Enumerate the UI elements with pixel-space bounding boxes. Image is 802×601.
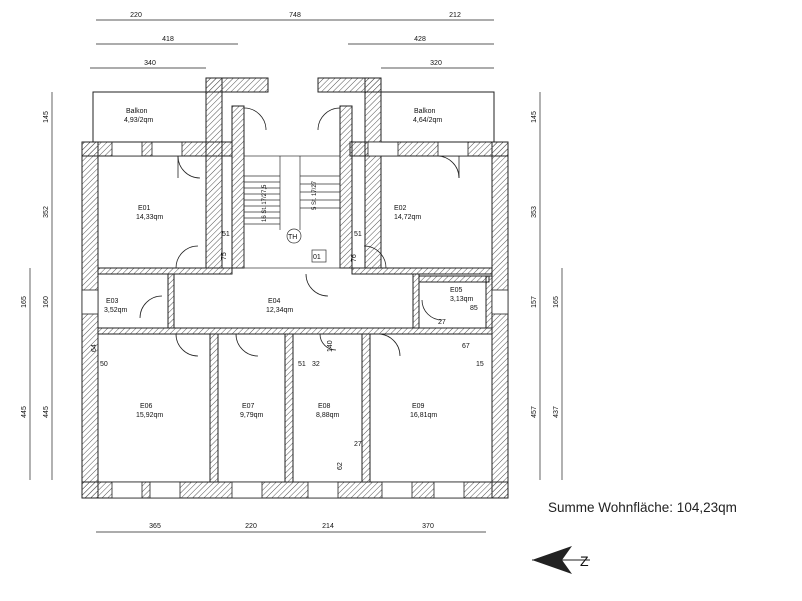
inner-dim-9: 140 — [327, 340, 334, 352]
room-e01-name: E01 — [138, 205, 151, 212]
dim-top-4: 428 — [414, 36, 426, 43]
dim-left-1: 352 — [43, 206, 50, 218]
summary-label: Summe Wohnfläche: 104,23qm — [548, 500, 737, 515]
room-e04-area: 12,34qm — [266, 307, 293, 314]
inner-dim-1: 75 — [221, 252, 228, 260]
dim-bottom-2: 214 — [322, 523, 334, 530]
dim-top-0: 220 — [130, 12, 142, 19]
dim-top-2: 212 — [449, 12, 461, 19]
balconies — [92, 91, 495, 143]
dim-bottom-3: 370 — [422, 523, 434, 530]
walls — [81, 77, 509, 499]
room-e07-area: 9,79qm — [240, 412, 264, 419]
doors — [139, 107, 460, 357]
room-e08-area: 8,88qm — [316, 412, 340, 419]
inner-dim-10: 67 — [462, 343, 470, 350]
room-e09-area: 16,81qm — [410, 412, 437, 419]
inner-dim-0: 51 — [222, 231, 230, 238]
stair-flat-no: 01 — [313, 254, 321, 261]
dim-right-5: 437 — [553, 406, 560, 418]
inner-dim-12: 27 — [354, 441, 362, 448]
dim-left-0: 145 — [43, 111, 50, 123]
inner-dim-6: 50 — [100, 361, 108, 368]
dim-left-5: 445 — [43, 406, 50, 418]
room-e03-name: E03 — [106, 298, 119, 305]
dim-right-0: 145 — [531, 111, 538, 123]
dim-bottom-labels: 365 220 214 370 — [149, 523, 434, 530]
stair-th: TH — [288, 234, 297, 241]
room-e09-name: E09 — [412, 403, 425, 410]
room-e02-area: 14,72qm — [394, 214, 421, 221]
room-balkon-right-area: 4,64/2qm — [413, 117, 442, 124]
inner-dim-4: 85 — [470, 305, 478, 312]
room-balkon-left-name: Balkon — [126, 108, 148, 115]
inner-dim-2: 51 — [354, 231, 362, 238]
stair-flight-a: 16 St. 17/27,5 — [262, 184, 268, 222]
dimension-lines — [29, 19, 563, 533]
dim-top-3: 418 — [162, 36, 174, 43]
dim-left-4: 445 — [21, 406, 28, 418]
dim-top-1: 748 — [289, 12, 301, 19]
room-e02-name: E02 — [394, 205, 407, 212]
north-arrow-letter: Z — [580, 553, 589, 569]
dim-right-4: 457 — [531, 406, 538, 418]
dim-bottom-0: 365 — [149, 523, 161, 530]
room-balkon-right-name: Balkon — [414, 108, 436, 115]
room-e03-area: 3,52qm — [104, 307, 128, 314]
dim-top-5: 340 — [144, 60, 156, 67]
dim-left-labels: 145 352 165 160 445 445 — [21, 111, 50, 418]
dim-top-6: 320 — [430, 60, 442, 67]
windows — [81, 141, 509, 499]
staircase — [243, 155, 341, 269]
inner-dim-13: 62 — [337, 462, 344, 470]
room-e07-name: E07 — [242, 403, 255, 410]
room-e05-name: E05 — [450, 287, 463, 294]
dim-bottom-1: 220 — [245, 523, 257, 530]
room-e01-area: 14,33qm — [136, 214, 163, 221]
inner-dims: 51 75 51 76 85 64 50 51 32 140 67 15 27 … — [91, 231, 484, 470]
room-e04-name: E04 — [268, 298, 281, 305]
dim-right-labels: 145 353 157 165 457 437 — [531, 111, 560, 418]
dim-right-1: 353 — [531, 206, 538, 218]
room-e08-name: E08 — [318, 403, 331, 410]
stair-annotations: TH 01 16 St. 17/27,5 5 St. 17/27 — [262, 180, 321, 261]
dim-left-3: 160 — [43, 296, 50, 308]
dim-top-labels: 220 748 212 418 428 340 320 — [130, 12, 461, 67]
room-labels: Balkon 4,93/2qm Balkon 4,64/2qm E01 14,3… — [104, 108, 474, 419]
inner-dim-11: 15 — [476, 361, 484, 368]
inner-dim-8: 32 — [312, 361, 320, 368]
room-e06-name: E06 — [140, 403, 153, 410]
inner-dim-14: 27 — [438, 319, 446, 326]
dim-left-2: 165 — [21, 296, 28, 308]
north-arrow-icon: Z — [532, 546, 590, 574]
room-e05-area: 3,13qm — [450, 296, 474, 303]
room-e06-area: 15,92qm — [136, 412, 163, 419]
inner-dim-3: 76 — [351, 254, 358, 262]
stair-flight-b: 5 St. 17/27 — [312, 180, 318, 210]
dim-right-2: 157 — [531, 296, 538, 308]
inner-dim-5: 64 — [91, 344, 98, 352]
dim-right-3: 165 — [553, 296, 560, 308]
room-balkon-left-area: 4,93/2qm — [124, 117, 153, 124]
inner-dim-7: 51 — [298, 361, 306, 368]
